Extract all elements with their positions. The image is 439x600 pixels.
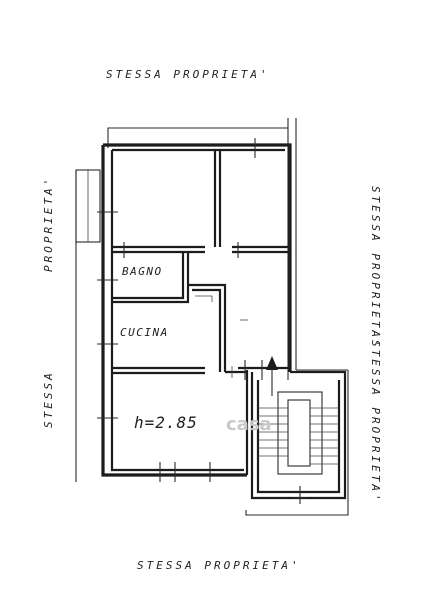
label-right-lower: STESSA PROPRIETA': [369, 340, 382, 504]
property-boundary: [75, 118, 349, 516]
stairwell: [250, 356, 347, 504]
balcony: [75, 169, 101, 243]
label-top: STESSA PROPRIETA': [106, 68, 270, 81]
watermark: casa: [226, 414, 272, 435]
label-bottom: STESSA PROPRIETA': [137, 559, 301, 572]
ceiling-height-label: h=2.85: [134, 413, 198, 432]
apartment-walls: [101, 143, 292, 477]
room-label-bagno: BAGNO: [122, 265, 163, 278]
stair-direction-arrow: [266, 356, 278, 396]
openings: [97, 138, 263, 482]
interior-partitions: [112, 150, 290, 375]
stair-treads: [258, 407, 339, 465]
label-right-upper: STESSA PROPRIETA': [369, 186, 382, 350]
label-left-outer: STESSA: [42, 370, 55, 428]
label-left-inner: PROPRIETA': [42, 176, 55, 272]
room-label-cucina: CUCINA: [120, 326, 169, 339]
